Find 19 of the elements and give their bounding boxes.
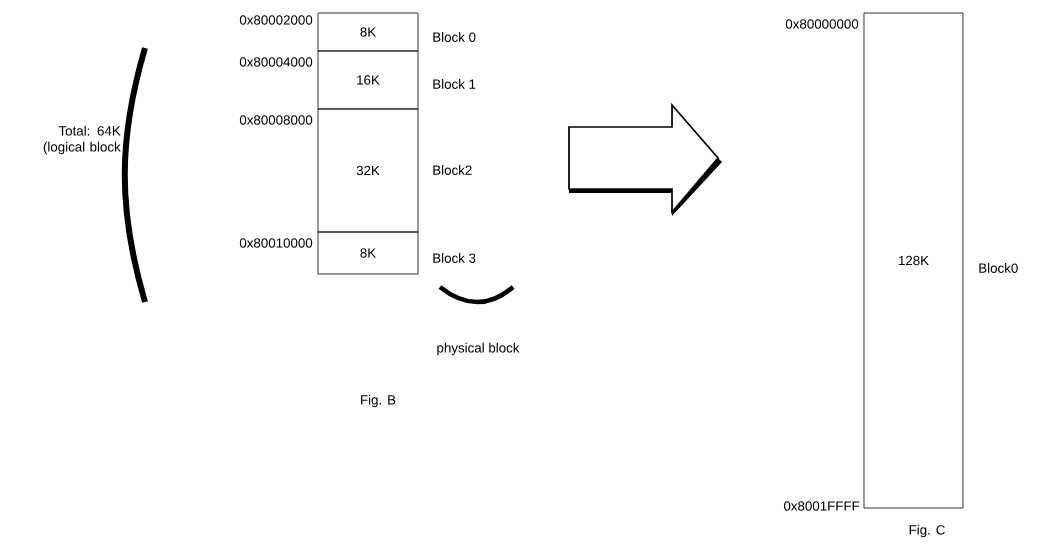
figure-caption: Fig. B	[361, 394, 396, 408]
block-label: Block2	[433, 165, 472, 175]
memory-block: 8K	[317, 231, 419, 275]
address-label: 0x80004000	[239, 57, 313, 67]
address-label: 0x80010000	[239, 238, 313, 248]
block-label: Block0	[979, 263, 1018, 273]
memory-block: 8K	[317, 12, 419, 52]
bracket-label: physical block	[437, 342, 520, 356]
address-label: 0x8001FFFF	[783, 501, 860, 511]
block-label: Block 0	[433, 32, 476, 42]
figure-caption: Fig. C	[909, 524, 945, 538]
address-label: 0x80008000	[239, 115, 313, 125]
block-label: Block 3	[433, 253, 476, 263]
bracket-label: Total: 64K (logical block	[43, 125, 121, 155]
memory-block: 128K	[863, 12, 964, 509]
memory-block: 32K	[317, 108, 419, 233]
memory-block: 16K	[317, 50, 419, 110]
address-label: 0x80002000	[239, 15, 313, 25]
block-label: Block 1	[433, 79, 476, 89]
